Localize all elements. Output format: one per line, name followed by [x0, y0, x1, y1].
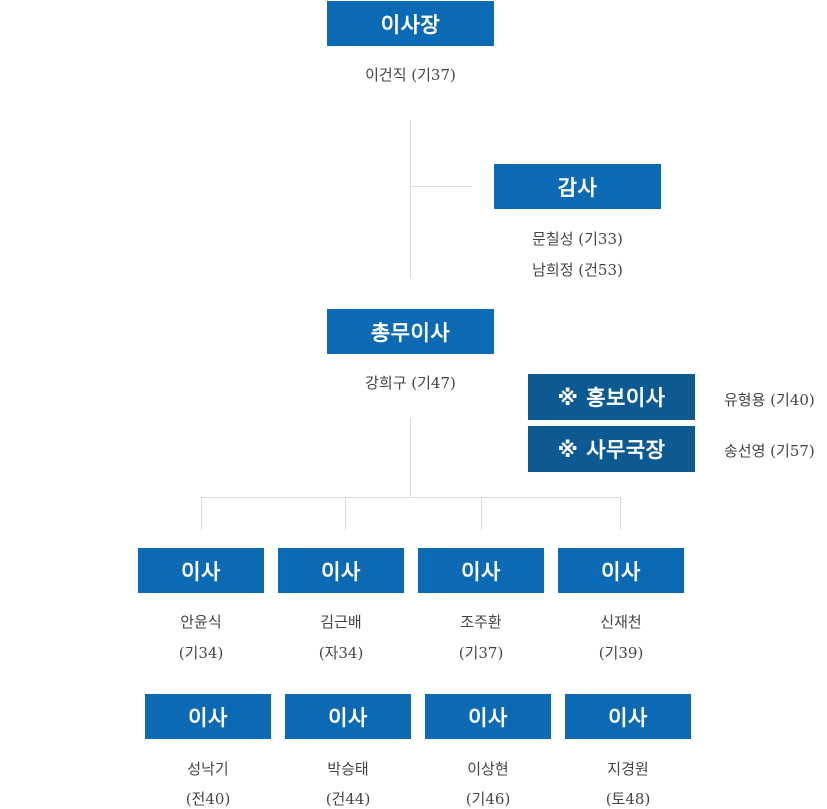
director-name-4: 신재천	[600, 613, 642, 631]
director-box-3: 이사	[418, 548, 544, 593]
auditor-name-1: 문칠성 (기33)	[532, 230, 623, 248]
director-box-4: 이사	[558, 548, 684, 593]
secretary-general-box: ※ 사무국장	[528, 426, 695, 472]
director-name-5: 성낙기	[187, 760, 229, 778]
director-name-2: 김근배	[320, 613, 362, 631]
connector-directors-horizontal	[201, 497, 621, 498]
director-code-5: (전40)	[185, 790, 231, 808]
director-box-7: 이사	[425, 694, 551, 739]
connector-director-2	[345, 497, 346, 530]
chairman-box: 이사장	[327, 1, 494, 46]
director-box-6: 이사	[285, 694, 411, 739]
director-box-5: 이사	[145, 694, 271, 739]
auditor-name-2: 남희정 (건53)	[532, 261, 623, 279]
pr-director-box: ※ 홍보이사	[528, 374, 695, 420]
director-code-7: (기46)	[465, 790, 511, 808]
chairman-name: 이건직 (기37)	[365, 66, 456, 84]
general-director-box: 총무이사	[327, 309, 494, 354]
director-code-2: (자34)	[318, 644, 364, 662]
general-director-name: 강희구 (기47)	[365, 374, 456, 392]
director-box-1: 이사	[138, 548, 264, 593]
director-code-3: (기37)	[458, 644, 504, 662]
auditor-box: 감사	[494, 164, 661, 209]
connector-director-1	[201, 497, 202, 530]
director-code-6: (건44)	[325, 790, 371, 808]
director-name-3: 조주환	[460, 613, 502, 631]
connector-director-4	[620, 497, 621, 530]
connector-to-auditor	[411, 186, 472, 187]
director-code-1: (기34)	[178, 644, 224, 662]
director-name-1: 안윤식	[180, 613, 222, 631]
secretary-general-name: 송선영 (기57)	[724, 442, 815, 460]
director-name-6: 박승태	[327, 760, 369, 778]
director-code-4: (기39)	[598, 644, 644, 662]
director-name-7: 이상현	[467, 760, 509, 778]
connector-director-3	[481, 497, 482, 530]
pr-director-name: 유형용 (기40)	[724, 391, 815, 409]
connector-general-to-directors	[410, 418, 411, 498]
director-box-8: 이사	[565, 694, 691, 739]
director-box-2: 이사	[278, 548, 404, 593]
director-name-8: 지경원	[607, 760, 649, 778]
connector-chairman-to-general	[410, 120, 411, 278]
director-code-8: (토48)	[605, 790, 651, 808]
